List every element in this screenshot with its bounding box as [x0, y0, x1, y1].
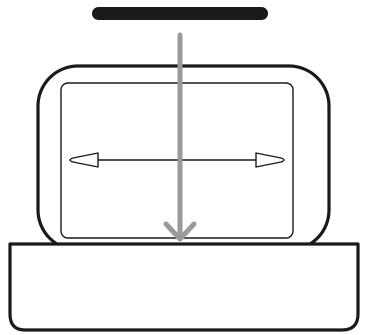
swab-tip-left	[69, 152, 99, 168]
press-arrow	[163, 32, 197, 242]
double-ended-swab	[69, 152, 285, 168]
press-bar	[92, 7, 268, 20]
arrow-head	[163, 221, 197, 242]
base-tray	[8, 242, 360, 332]
swab-tip-right	[255, 152, 285, 168]
